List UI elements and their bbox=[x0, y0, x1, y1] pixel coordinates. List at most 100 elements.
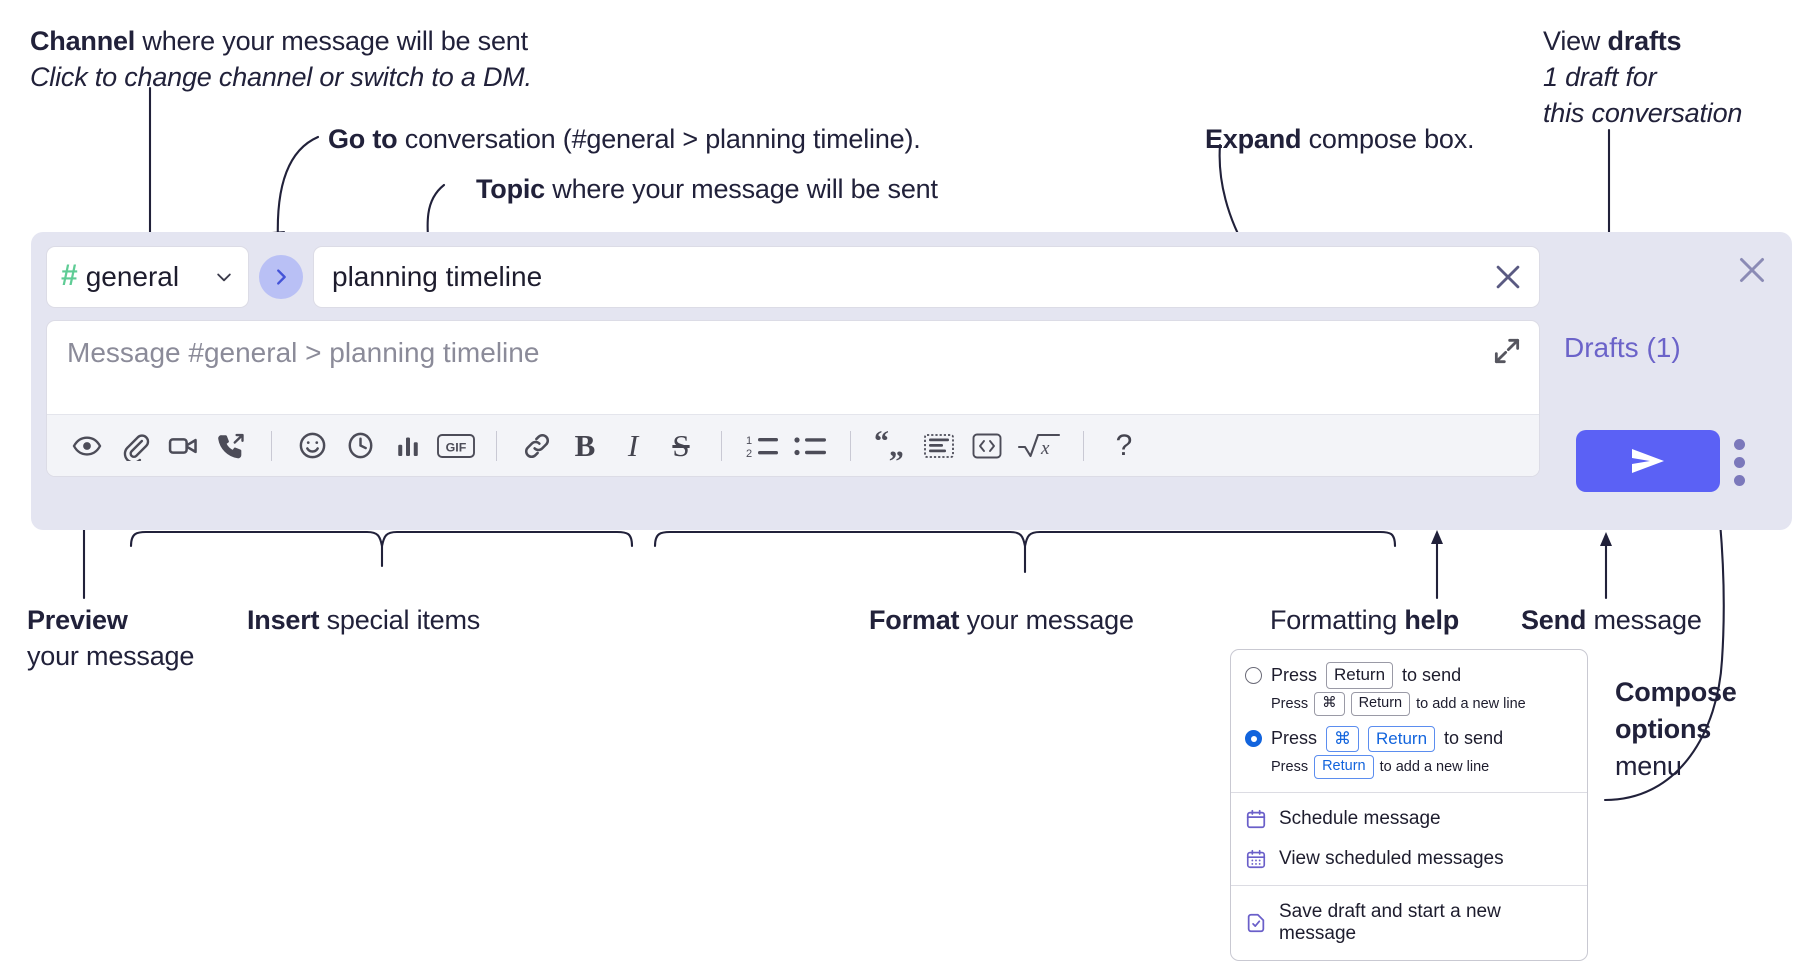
formatting-help-button[interactable]: ? bbox=[1100, 423, 1148, 469]
annotation-compose-options-bold2: options bbox=[1615, 714, 1712, 744]
compose-options-menu: Press Return to send Press ⌘ Return to a… bbox=[1230, 649, 1588, 961]
link-button[interactable] bbox=[513, 423, 561, 469]
schedule-group: Schedule message View scheduled messages bbox=[1231, 793, 1587, 885]
drafts-link[interactable]: Drafts (1) bbox=[1564, 332, 1681, 363]
smiley-icon bbox=[299, 432, 325, 459]
annotation-help-bold: help bbox=[1404, 605, 1460, 635]
svg-text:2: 2 bbox=[746, 448, 752, 460]
radio-cmd-return-to-send[interactable] bbox=[1245, 730, 1262, 748]
annotation-expand-bold: Expand bbox=[1205, 124, 1302, 154]
annotation-insert-rest: special items bbox=[319, 605, 481, 635]
annotation-preview-line2: your message bbox=[27, 641, 195, 671]
annotation-drafts-rest: View bbox=[1543, 26, 1608, 56]
option-2-key-cmd: ⌘ bbox=[1326, 725, 1360, 753]
preview-button[interactable] bbox=[63, 423, 111, 469]
annotation-goto-rest: conversation (#general > planning timeli… bbox=[397, 124, 921, 154]
kebab-dot-3 bbox=[1733, 474, 1745, 486]
poll-button[interactable] bbox=[384, 423, 432, 469]
goto-conversation-button[interactable] bbox=[259, 255, 303, 299]
calendar-icon bbox=[1245, 808, 1267, 830]
annotation-compose-options-line3: menu bbox=[1615, 751, 1682, 781]
audio-clip-button[interactable] bbox=[207, 423, 255, 469]
option-2-sub-press: Press bbox=[1271, 759, 1309, 776]
annotation-format: Format your message bbox=[869, 602, 1134, 638]
channel-selector[interactable]: # general bbox=[46, 246, 249, 308]
bulleted-list-button[interactable] bbox=[786, 423, 834, 469]
menu-item-label: Schedule message bbox=[1279, 808, 1441, 829]
eye-icon bbox=[72, 435, 102, 456]
panel-close-button[interactable] bbox=[1734, 252, 1770, 288]
quote-icon: “ „ bbox=[874, 431, 904, 461]
option-2-hint: Press Return to add a new line bbox=[1271, 755, 1573, 779]
attach-button[interactable] bbox=[111, 423, 159, 469]
topic-field[interactable]: planning timeline bbox=[313, 246, 1540, 308]
hash-icon: # bbox=[61, 259, 78, 292]
svg-text:„: „ bbox=[889, 431, 904, 461]
reminder-button[interactable] bbox=[336, 423, 384, 469]
annotation-format-bold: Format bbox=[869, 605, 960, 635]
topic-value: planning timeline bbox=[332, 261, 543, 292]
option-2-sub-key-return: Return bbox=[1314, 755, 1374, 779]
strikethrough-button[interactable]: S bbox=[657, 423, 705, 469]
annotation-channel-bold: Channel bbox=[30, 26, 136, 56]
emoji-button[interactable] bbox=[288, 423, 336, 469]
code-button[interactable] bbox=[963, 423, 1011, 469]
annotation-drafts-sub1: 1 draft for bbox=[1543, 62, 1657, 92]
svg-text:“: “ bbox=[874, 431, 889, 458]
message-input[interactable]: Message #general > planning timeline bbox=[47, 321, 1539, 414]
option-1-to-send: to send bbox=[1402, 664, 1462, 685]
gif-icon: GIF bbox=[437, 433, 475, 458]
expand-icon[interactable] bbox=[1491, 335, 1523, 367]
compose-header-row: # general planning timeline bbox=[46, 246, 1540, 308]
document-check-icon bbox=[1245, 912, 1267, 934]
svg-text:x: x bbox=[1040, 438, 1050, 459]
code-block-icon bbox=[924, 433, 954, 458]
send-shortcut-options: Press Return to send Press ⌘ Return to a… bbox=[1231, 650, 1587, 792]
annotation-expand-rest: compose box. bbox=[1301, 124, 1475, 154]
annotation-formatting-help: Formatting help bbox=[1270, 602, 1459, 638]
math-button[interactable]: x bbox=[1011, 423, 1067, 469]
annotation-drafts-sub2: this conversation bbox=[1543, 98, 1743, 128]
strikethrough-icon: S bbox=[672, 427, 690, 463]
kebab-dot-2 bbox=[1733, 456, 1745, 468]
svg-text:1: 1 bbox=[746, 435, 752, 447]
annotation-send-rest: message bbox=[1586, 605, 1702, 635]
option-return-to-send[interactable]: Press Return to send bbox=[1245, 662, 1573, 689]
menu-item-label: Save draft and start a new message bbox=[1279, 901, 1501, 944]
question-mark-icon: ? bbox=[1115, 428, 1133, 462]
option-1-key: Return bbox=[1326, 662, 1394, 689]
gif-button[interactable]: GIF bbox=[432, 423, 480, 469]
message-box: Message #general > planning timeline bbox=[46, 320, 1540, 477]
code-block-button[interactable] bbox=[915, 423, 963, 469]
clock-icon bbox=[348, 432, 372, 459]
compose-panel: # general planning timeline Message #gen… bbox=[31, 232, 1792, 530]
menu-item-view-scheduled-messages[interactable]: View scheduled messages bbox=[1231, 839, 1587, 879]
menu-item-schedule-message[interactable]: Schedule message bbox=[1231, 799, 1587, 839]
option-2-press: Press bbox=[1271, 728, 1318, 749]
topic-clear-icon[interactable] bbox=[1491, 260, 1525, 294]
link-icon bbox=[524, 433, 550, 458]
option-1-sub-rest: to add a new line bbox=[1416, 695, 1526, 712]
annotation-drafts: View drafts 1 draft for this conversatio… bbox=[1543, 23, 1742, 131]
channel-name-label: general bbox=[85, 261, 180, 292]
option-1-press: Press bbox=[1271, 664, 1318, 685]
option-cmd-return-to-send[interactable]: Press ⌘ Return to send bbox=[1245, 725, 1573, 753]
toolbar-separator-3 bbox=[721, 430, 722, 461]
phone-arrow-icon bbox=[218, 433, 244, 458]
blockquote-button[interactable]: “ „ bbox=[867, 423, 915, 469]
menu-item-save-draft[interactable]: Save draft and start a new message bbox=[1231, 892, 1587, 954]
send-button[interactable] bbox=[1576, 430, 1720, 492]
annotation-goto-bold: Go to bbox=[328, 124, 398, 154]
option-1-sub-key-return: Return bbox=[1350, 691, 1411, 716]
video-button[interactable] bbox=[159, 423, 207, 469]
annotation-insert: Insert special items bbox=[247, 602, 480, 638]
italic-button[interactable]: I bbox=[609, 423, 657, 469]
bold-button[interactable]: B bbox=[561, 423, 609, 469]
ordered-list-button[interactable]: 1 2 bbox=[738, 423, 786, 469]
option-2-key-return: Return bbox=[1368, 725, 1436, 753]
option-2-sub-rest: to add a new line bbox=[1379, 759, 1490, 776]
compose-options-button[interactable] bbox=[1726, 438, 1752, 486]
radio-return-to-send[interactable] bbox=[1245, 666, 1262, 684]
annotation-topic-rest: where your message will be sent bbox=[545, 174, 938, 204]
send-arrow-icon bbox=[1632, 449, 1664, 473]
